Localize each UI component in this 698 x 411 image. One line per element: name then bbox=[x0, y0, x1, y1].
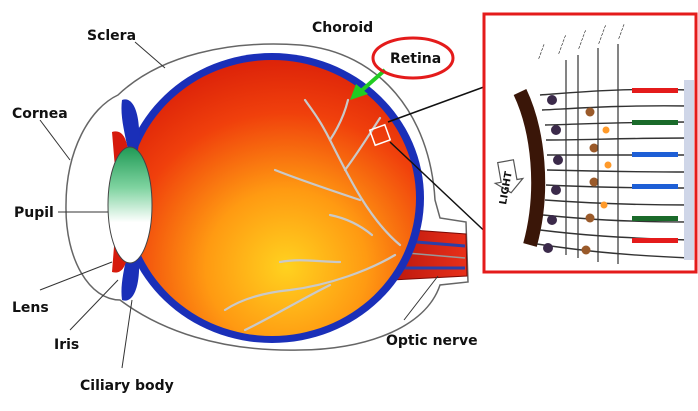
vitreous-body bbox=[128, 60, 416, 336]
lens-shape bbox=[108, 147, 152, 263]
label-lens: Lens bbox=[12, 300, 49, 316]
label-retina: Retina bbox=[390, 51, 441, 67]
label-choroid: Choroid bbox=[312, 20, 373, 36]
label-ciliary-body: Ciliary body bbox=[80, 378, 174, 394]
label-cornea: Cornea bbox=[12, 106, 68, 122]
retina-inset-panel: LIGHT bbox=[484, 14, 696, 272]
label-pupil: Pupil bbox=[14, 205, 54, 221]
label-sclera: Sclera bbox=[87, 28, 136, 44]
label-iris: Iris bbox=[54, 337, 79, 353]
label-optic-nerve: Optic nerve bbox=[386, 333, 478, 349]
